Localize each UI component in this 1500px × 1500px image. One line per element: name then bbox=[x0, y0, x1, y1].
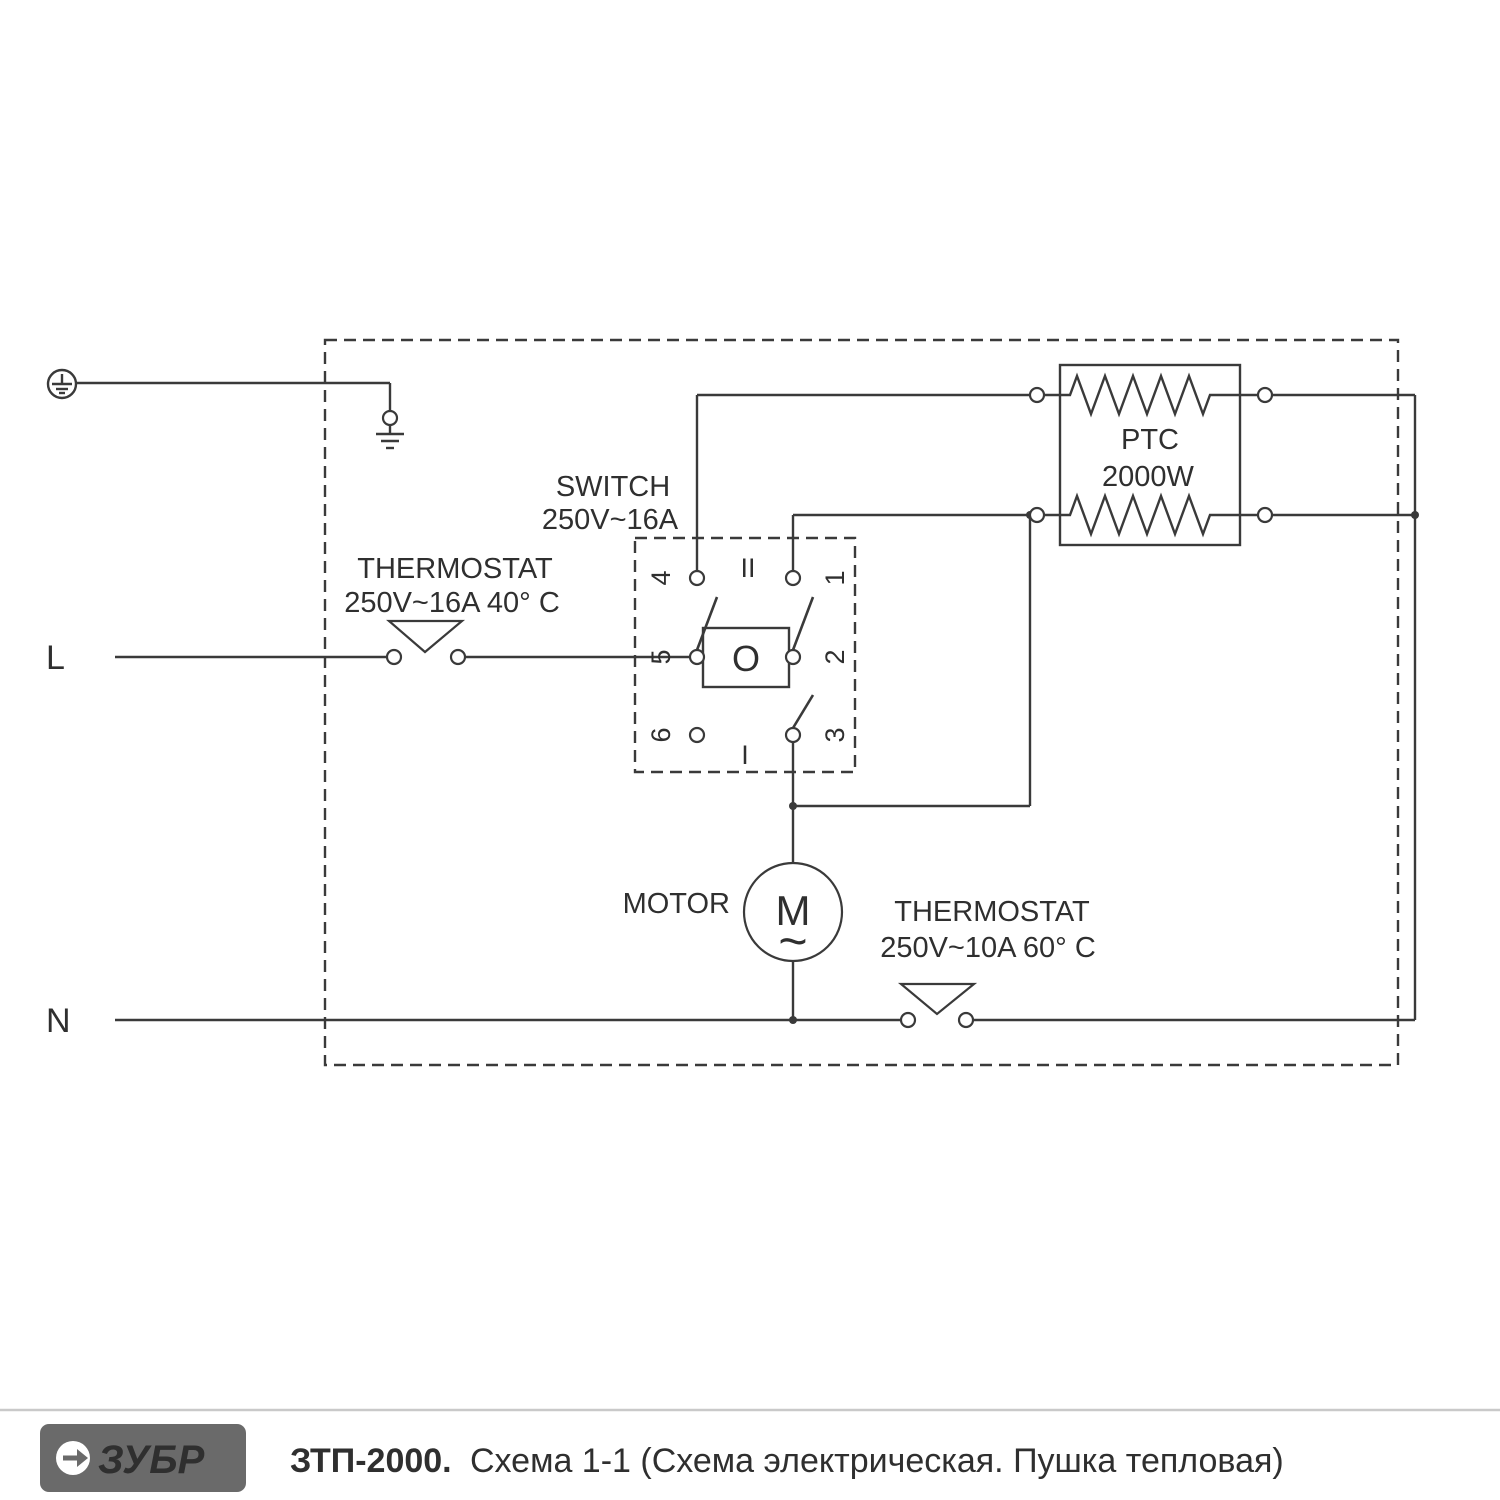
thermostat-motor-title: THERMOSTAT bbox=[894, 896, 1090, 928]
thermostat-motor: THERMOSTAT 250V~10A 60° C bbox=[880, 896, 1096, 1029]
motor-symbol: M bbox=[776, 887, 811, 934]
ptc-terminal bbox=[1028, 386, 1046, 404]
line-labels: L N bbox=[46, 639, 71, 1040]
live-line-label: L bbox=[46, 639, 65, 677]
brand-name: ЗУБР bbox=[98, 1438, 205, 1482]
enclosure-boundary bbox=[323, 338, 1400, 1067]
ptc-power: 2000W bbox=[1102, 461, 1195, 493]
switch-boundary bbox=[633, 536, 857, 774]
thermostat-terminal bbox=[385, 648, 403, 666]
chassis-ground-icon bbox=[376, 425, 404, 450]
resistor-icon bbox=[1044, 492, 1258, 538]
footer-caption: Схема 1-1 (Схема электрическая. Пушка те… bbox=[470, 1442, 1284, 1480]
ptc-terminal bbox=[1028, 506, 1046, 524]
motor-label: MOTOR bbox=[623, 888, 730, 920]
switch-terminal-2 bbox=[784, 648, 802, 666]
wiring bbox=[76, 381, 1419, 1024]
junction-dot bbox=[789, 802, 797, 810]
switch-terminal-1 bbox=[784, 569, 802, 587]
junction-dot bbox=[1411, 511, 1419, 519]
brand-logo: ЗУБР bbox=[40, 1424, 246, 1492]
ptc-terminal bbox=[1256, 386, 1274, 404]
thermostat-icon bbox=[897, 982, 978, 1016]
switch-blade bbox=[791, 694, 815, 729]
switch-blade bbox=[791, 596, 815, 651]
switch-terminal-label: 6 bbox=[646, 727, 676, 742]
switch-terminal-4 bbox=[688, 569, 706, 587]
switch-terminal-6 bbox=[688, 726, 706, 744]
switch-terminal-label: 3 bbox=[820, 727, 850, 742]
switch-terminal-5 bbox=[688, 648, 706, 666]
motor-wave-symbol: ~ bbox=[778, 913, 807, 969]
switch-position-low: I bbox=[741, 740, 749, 770]
switch-blade bbox=[695, 596, 719, 651]
switch-terminal-label: 1 bbox=[820, 570, 850, 585]
ground-input bbox=[46, 368, 404, 450]
neutral-line-label: N bbox=[46, 1002, 71, 1040]
thermostat-supply: THERMOSTAT 250V~16A 40° C bbox=[344, 553, 560, 666]
resistor-icon bbox=[1044, 372, 1258, 418]
switch-title: SWITCH bbox=[556, 471, 670, 503]
motor: M ~ MOTOR bbox=[623, 861, 844, 969]
thermostat-terminal bbox=[449, 648, 467, 666]
ground-terminal bbox=[381, 409, 399, 427]
bison-logo-icon bbox=[56, 1441, 90, 1475]
earth-ground-icon bbox=[46, 368, 78, 400]
footer: ЗУБР ЗТП-2000. Схема 1-1 (Схема электрич… bbox=[0, 1408, 1500, 1492]
footer-model: ЗТП-2000. bbox=[290, 1442, 452, 1480]
junction-dot bbox=[789, 1016, 797, 1024]
switch-terminal-label: 5 bbox=[646, 649, 676, 664]
ptc-terminal bbox=[1256, 506, 1274, 524]
ptc-box bbox=[1058, 363, 1242, 547]
switch-terminal-label: 2 bbox=[820, 649, 850, 664]
ptc-heater: PTC 2000W bbox=[1028, 363, 1274, 547]
switch-spec: 250V~16A bbox=[542, 504, 679, 536]
motor-icon bbox=[742, 861, 844, 963]
thermostat-icon bbox=[386, 619, 466, 654]
thermostat-supply-title: THERMOSTAT bbox=[357, 553, 553, 585]
thermostat-supply-spec: 250V~16A 40° C bbox=[344, 587, 560, 619]
power-switch: SWITCH 250V~16A 4 5 6 1 2 3 II O I bbox=[542, 471, 857, 774]
switch-position-high: II bbox=[740, 553, 755, 583]
thermostat-terminal bbox=[899, 1011, 917, 1029]
thermostat-terminal bbox=[957, 1011, 975, 1029]
switch-position-off: O bbox=[732, 638, 760, 679]
brand-logo-plate bbox=[40, 1424, 246, 1492]
switch-terminal-3 bbox=[784, 726, 802, 744]
ptc-title: PTC bbox=[1121, 424, 1179, 456]
switch-terminal-label: 4 bbox=[646, 570, 676, 585]
thermostat-motor-spec: 250V~10A 60° C bbox=[880, 932, 1096, 964]
